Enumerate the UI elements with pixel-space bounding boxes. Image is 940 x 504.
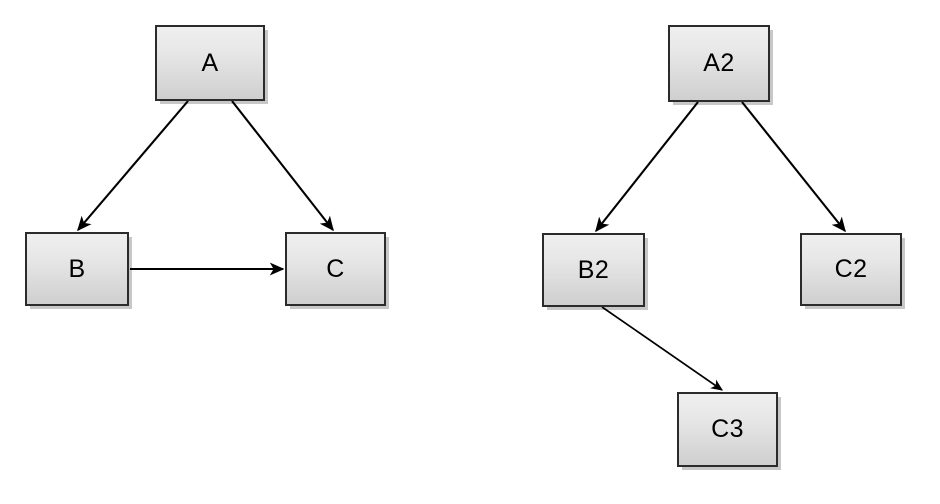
node-c3[interactable]: C3 (677, 392, 778, 467)
edge-a-to-b (77, 100, 189, 232)
edge-a2-to-b2 (595, 101, 699, 233)
edge-a-to-c (231, 100, 334, 232)
node-a-label: A (201, 48, 219, 77)
node-c2-label: C2 (834, 255, 868, 283)
node-c2[interactable]: C2 (800, 233, 902, 306)
graph-right-edges (595, 101, 846, 391)
node-b[interactable]: B (25, 232, 129, 306)
node-a2-label: A2 (703, 49, 735, 77)
edge-b2-to-c3 (601, 306, 723, 391)
node-b2[interactable]: B2 (542, 233, 645, 307)
node-c3-label: C3 (711, 415, 744, 443)
edge-a2-to-c2 (741, 101, 846, 233)
node-c[interactable]: C (285, 232, 386, 306)
graph-left-edges (77, 100, 334, 276)
node-c-label: C (326, 254, 345, 283)
node-a2[interactable]: A2 (668, 25, 770, 102)
node-b-label: B (68, 254, 86, 283)
node-a[interactable]: A (155, 25, 265, 101)
node-b2-label: B2 (577, 255, 610, 284)
